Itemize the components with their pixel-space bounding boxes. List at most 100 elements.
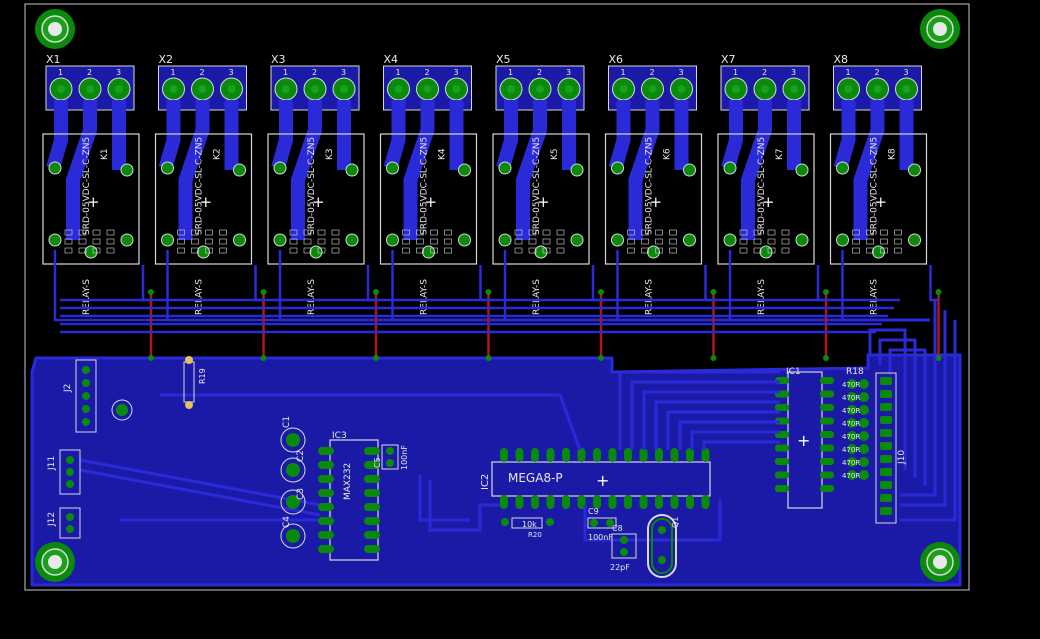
relay-part: SRD-05VDC-SL-C-ZN5 — [532, 137, 542, 235]
svg-text:+: + — [762, 193, 775, 211]
relay-ref: K4 — [438, 148, 448, 160]
svg-text:+: + — [312, 193, 325, 211]
connector-label: X2 — [159, 53, 174, 66]
svg-text:+: + — [200, 193, 213, 211]
pin-number: 2 — [87, 68, 92, 77]
connector-label: X1 — [46, 53, 61, 66]
relay-package: RELAY-S — [82, 279, 92, 315]
bank-value: 470R — [842, 407, 860, 415]
bank-value: 470R — [842, 472, 860, 480]
connector-label: X7 — [721, 53, 736, 66]
relay-package: RELAY-S — [757, 279, 767, 315]
bank-value: 470R — [842, 381, 860, 389]
relay-ref: K5 — [550, 148, 560, 160]
pin-number: 1 — [171, 68, 176, 77]
pin-number: 3 — [904, 68, 909, 77]
ic3-ref: IC3 — [332, 431, 347, 441]
ic2-mcu: MEGA8-P IC2 + — [480, 448, 711, 509]
relay-ref: K3 — [325, 148, 335, 160]
mcu-ref: IC2 — [480, 474, 491, 490]
pin-number: 2 — [312, 68, 317, 77]
pin-number: 1 — [846, 68, 851, 77]
mounting-hole-tl — [35, 9, 75, 49]
pin-number: 1 — [733, 68, 738, 77]
board-outline — [24, 3, 970, 591]
svg-text:J11: J11 — [47, 456, 57, 471]
svg-text:+: + — [596, 471, 609, 490]
connector-label: X4 — [384, 53, 399, 66]
mcu-value: MEGA8-P — [508, 471, 563, 485]
pin-number: 3 — [341, 68, 346, 77]
pin-number: 3 — [229, 68, 234, 77]
svg-text:R20: R20 — [528, 531, 542, 539]
svg-text:R19: R19 — [198, 368, 207, 384]
svg-text:+: + — [537, 193, 550, 211]
pin-number: 2 — [200, 68, 205, 77]
bank-value: 470R — [842, 459, 860, 467]
cap-c5: C5 100nF — [373, 444, 409, 470]
ic3-max232: IC3 MAX232 — [318, 431, 380, 561]
passives-bottom: 10k R20 C9 100nF C8 22pF Q1 — [501, 507, 680, 578]
pin-number: 3 — [679, 68, 684, 77]
connector-label: X3 — [271, 53, 286, 66]
pin-number: 2 — [650, 68, 655, 77]
relay-part: SRD-05VDC-SL-C-ZN5 — [870, 137, 880, 235]
pin-number: 2 — [537, 68, 542, 77]
svg-text:10k: 10k — [522, 520, 537, 529]
relay-part: SRD-05VDC-SL-C-ZN5 — [420, 137, 430, 235]
mounting-hole-tr — [920, 9, 960, 49]
pin-number: 1 — [58, 68, 63, 77]
copper-pour — [30, 353, 962, 587]
svg-text:+: + — [797, 431, 810, 450]
relay-part: SRD-05VDC-SL-C-ZN5 — [307, 137, 317, 235]
relay-ref: K2 — [213, 148, 223, 160]
pin-number: 1 — [396, 68, 401, 77]
relay-part: SRD-05VDC-SL-C-ZN5 — [82, 137, 92, 235]
svg-text:C2: C2 — [296, 450, 306, 462]
svg-text:C8: C8 — [612, 524, 623, 533]
relay-part: SRD-05VDC-SL-C-ZN5 — [645, 137, 655, 235]
svg-text:+: + — [875, 193, 888, 211]
svg-text:Q1: Q1 — [671, 517, 680, 528]
mcu-traces — [79, 370, 780, 542]
svg-text:22pF: 22pF — [610, 563, 630, 572]
pin-number: 2 — [425, 68, 430, 77]
max-value: MAX232 — [343, 463, 353, 500]
relay-package: RELAY-S — [195, 279, 205, 315]
mounting-hole-bl — [35, 542, 75, 582]
svg-text:J12: J12 — [47, 512, 57, 527]
svg-text:J2: J2 — [63, 384, 73, 393]
svg-text:+: + — [87, 193, 100, 211]
bank-value: 470R — [842, 420, 860, 428]
svg-text:100nF: 100nF — [400, 445, 409, 470]
pin-number: 2 — [762, 68, 767, 77]
bank-value: 470R — [842, 446, 860, 454]
connector-label: X6 — [609, 53, 624, 66]
connector-label: X8 — [834, 53, 849, 66]
pin-number: 2 — [875, 68, 880, 77]
svg-text:C4: C4 — [282, 516, 292, 528]
mounting-holes — [35, 9, 960, 582]
relay-ref: K1 — [100, 148, 110, 160]
relay-package: RELAY-S — [307, 279, 317, 315]
electrolytic-caps: C1 C2 C3 C4 — [280, 416, 306, 549]
relay-package: RELAY-S — [532, 279, 542, 315]
right-bus — [868, 300, 957, 522]
r18-ref: R18 — [846, 367, 864, 377]
relay-part: SRD-05VDC-SL-C-ZN5 — [195, 137, 205, 235]
j10-ref: J10 — [897, 450, 907, 465]
relay-ref: K7 — [775, 148, 785, 160]
header-j10: J10 — [875, 372, 907, 524]
pin-number: 3 — [791, 68, 796, 77]
svg-text:+: + — [425, 193, 438, 211]
svg-text:C9: C9 — [588, 507, 599, 516]
bank-value: 470R — [842, 433, 860, 441]
svg-text:C3: C3 — [296, 488, 306, 500]
